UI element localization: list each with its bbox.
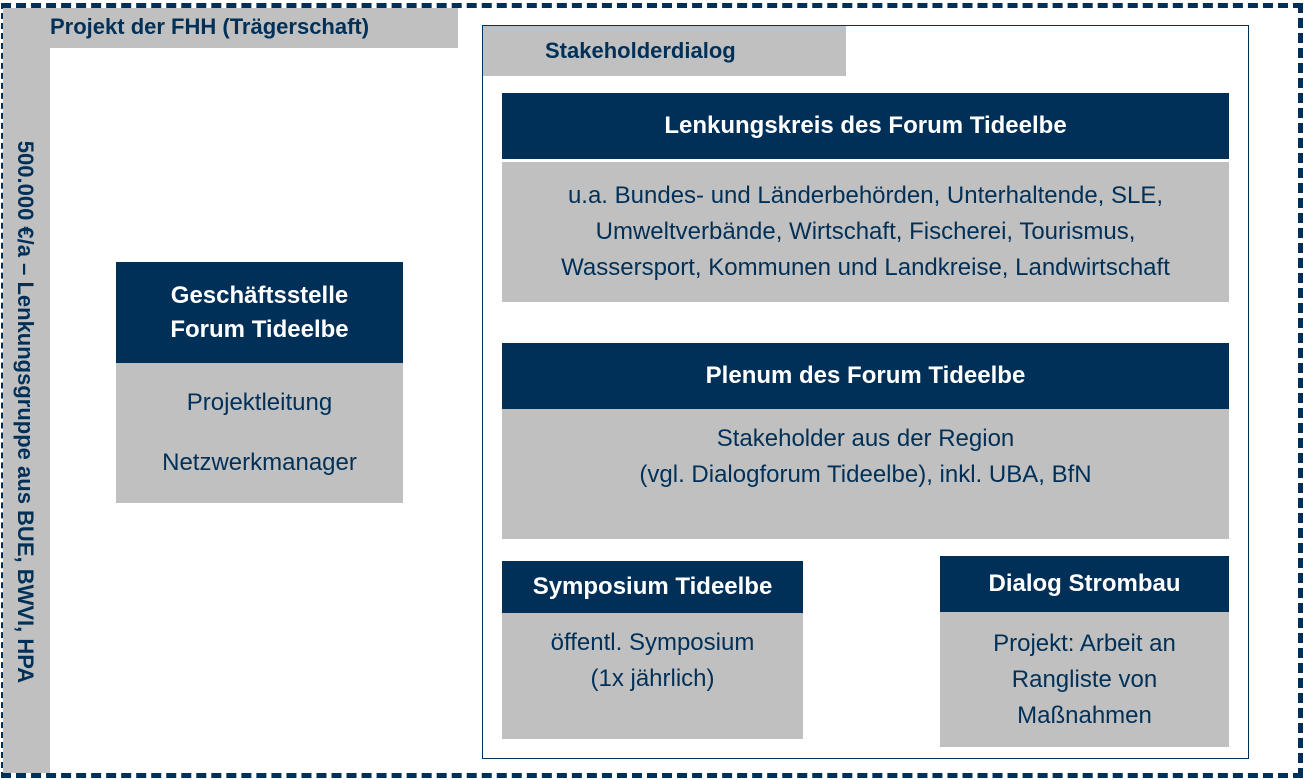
- fhh-project-frame: [1, 3, 1303, 778]
- geschaeftsstelle-title-1: Geschäftsstelle: [170, 281, 349, 309]
- lenkungskreis-line: u.a. Bundes- und Länderbehörden, Unterha…: [567, 182, 1164, 209]
- strombau-line: Rangliste von: [1011, 665, 1158, 693]
- lenkungskreis-line: Umweltverbände, Wirtschaft, Fischerei, T…: [595, 218, 1136, 245]
- geschaeftsstelle-item: Netzwerkmanager: [162, 449, 357, 476]
- budget-label: 500.000 €/a – Lenkungsgruppe aus BUE, BW…: [13, 140, 38, 684]
- strombau-line: Maßnahmen: [1017, 701, 1152, 729]
- side-band: [3, 8, 50, 773]
- geschaeftsstelle-title-2: Forum Tideelbe: [170, 315, 349, 343]
- lenkungskreis-line: Wassersport, Kommunen und Landkreise, La…: [561, 254, 1170, 281]
- lenkungskreis-title: Lenkungskreis des Forum Tideelbe: [502, 93, 1229, 159]
- strombau-box: Dialog Strombau Projekt: Arbeit an Rangl…: [940, 556, 1229, 747]
- geschaeftsstelle-box: Geschäftsstelle Forum Tideelbe Projektle…: [116, 262, 403, 503]
- plenum-box: Plenum des Forum Tideelbe Stakeholder au…: [502, 343, 1229, 539]
- geschaeftsstelle-item: Projektleitung: [186, 389, 333, 416]
- plenum-line: Stakeholder aus der Region: [716, 425, 1015, 452]
- plenum-title: Plenum des Forum Tideelbe: [502, 343, 1229, 409]
- stakeholder-frame: [482, 25, 1249, 759]
- symposium-box: Symposium Tideelbe öffentl. Symposium (1…: [502, 561, 803, 739]
- fhh-label-band: [3, 8, 458, 48]
- fhh-label: Projekt der FHH (Trägerschaft): [50, 14, 370, 39]
- symposium-line: (1x jährlich): [590, 665, 715, 692]
- symposium-title: Symposium Tideelbe: [502, 561, 803, 613]
- strombau-title: Dialog Strombau: [940, 556, 1229, 612]
- stakeholder-label: Stakeholderdialog: [483, 26, 846, 76]
- symposium-line: öffentl. Symposium: [550, 629, 755, 656]
- strombau-line: Projekt: Arbeit an: [993, 629, 1176, 657]
- plenum-line: (vgl. Dialogforum Tideelbe), inkl. UBA, …: [639, 461, 1092, 488]
- lenkungskreis-box: Lenkungskreis des Forum Tideelbe u.a. Bu…: [502, 93, 1229, 302]
